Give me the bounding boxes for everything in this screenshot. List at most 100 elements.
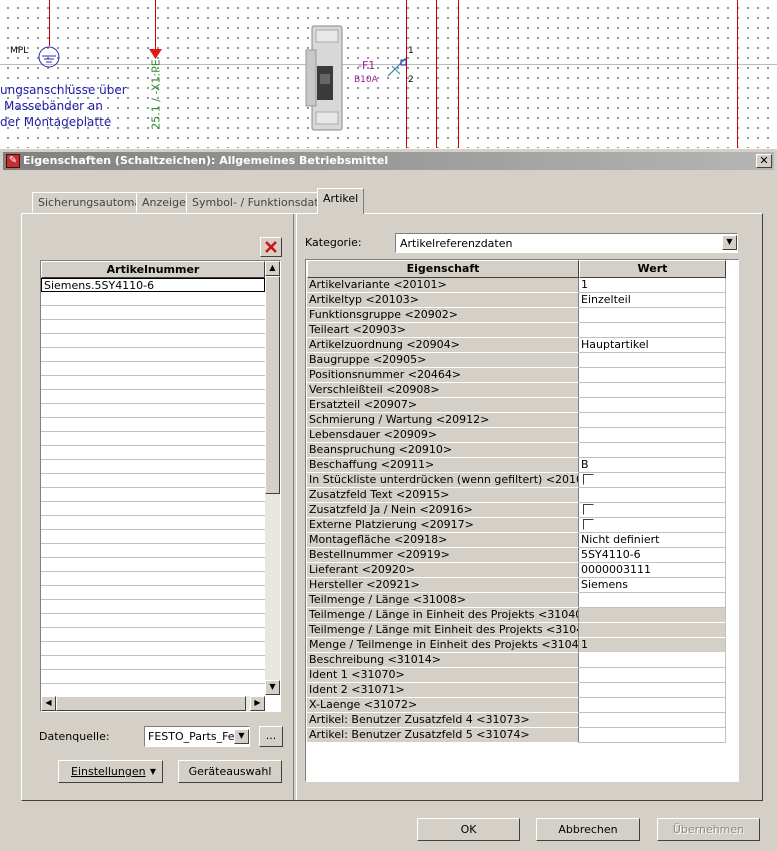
property-value[interactable] [579,698,726,713]
column-header-artikelnummer[interactable]: Artikelnummer [41,261,265,278]
tab-anzeige[interactable]: Anzeige [136,192,192,213]
scroll-thumb[interactable] [56,696,246,711]
title-bar[interactable]: ✎ Eigenschaften (Schaltzeichen): Allgeme… [3,152,774,170]
list-item[interactable] [41,628,265,642]
property-value[interactable] [579,308,726,323]
list-item[interactable] [41,460,265,474]
list-item[interactable] [41,334,265,348]
list-item[interactable] [41,600,265,614]
browse-button[interactable]: ... [259,726,283,747]
property-value[interactable]: Hauptartikel [579,338,726,353]
property-value[interactable] [579,728,726,743]
property-value[interactable] [579,323,726,338]
list-item[interactable] [41,418,265,432]
scroll-up-icon[interactable]: ▲ [265,261,280,276]
settings-button[interactable]: Einstellungen ▼ [58,760,163,783]
scroll-right-icon[interactable]: ▶ [250,696,265,711]
device-rating: B10A [354,75,378,85]
schematic-wire [49,0,50,46]
column-header-eigenschaft[interactable]: Eigenschaft [307,260,579,278]
property-value[interactable] [579,518,726,533]
list-item[interactable]: Siemens.5SY4110-6 [41,278,265,292]
list-item[interactable] [41,362,265,376]
list-item[interactable] [41,670,265,684]
list-item[interactable] [41,390,265,404]
checkbox[interactable] [583,519,594,530]
property-value[interactable]: Nicht definiert [579,533,726,548]
property-value[interactable] [579,503,726,518]
property-value[interactable]: 0000003111 [579,563,726,578]
table-row: Teilmenge / Länge mit Einheit des Projek… [307,623,726,638]
property-value[interactable]: Einzelteil [579,293,726,308]
list-item[interactable] [41,572,265,586]
property-value[interactable] [579,443,726,458]
property-value[interactable] [579,428,726,443]
list-item[interactable] [41,306,265,320]
category-select[interactable]: Artikelreferenzdaten ▼ [395,233,738,253]
property-value[interactable]: B [579,458,726,473]
property-value[interactable] [579,398,726,413]
property-value[interactable] [579,713,726,728]
checkbox[interactable] [583,504,594,515]
list-item[interactable] [41,544,265,558]
property-value[interactable]: Siemens [579,578,726,593]
scroll-thumb[interactable] [265,276,280,494]
close-icon[interactable]: ✕ [756,154,772,168]
scroll-down-icon[interactable]: ▼ [265,680,280,695]
table-row: Artikel: Benutzer Zusatzfeld 4 <31073> [307,713,726,728]
list-item[interactable] [41,488,265,502]
list-item[interactable] [41,614,265,628]
property-value[interactable]: 1 [579,278,726,293]
property-name: In Stückliste unterdrücken (wenn gefilte… [307,473,579,488]
scroll-left-icon[interactable]: ◀ [41,696,56,711]
datasource-select[interactable]: FESTO_Parts_Fes ▼ [144,726,250,747]
tab-symbol-funktionsdaten[interactable]: Symbol- / Funktionsdaten [186,192,339,213]
list-item[interactable] [41,446,265,460]
property-value[interactable] [579,368,726,383]
list-item[interactable] [41,656,265,670]
ground-symbol-icon [38,46,60,68]
list-item[interactable] [41,348,265,362]
property-value[interactable]: 5SY4110-6 [579,548,726,563]
tab-artikel[interactable]: Artikel [317,188,365,214]
list-item[interactable] [41,516,265,530]
apply-button[interactable]: Übernehmen [657,818,760,841]
list-item[interactable] [41,558,265,572]
property-value[interactable] [579,413,726,428]
cancel-button[interactable]: Abbrechen [536,818,640,841]
property-value[interactable] [579,353,726,368]
property-value[interactable] [579,653,726,668]
list-item[interactable] [41,432,265,446]
horizontal-scrollbar[interactable]: ◀ ▶ [41,696,265,711]
list-item[interactable] [41,474,265,488]
vertical-scrollbar[interactable]: ▲ ▼ [265,261,280,695]
checkbox[interactable] [583,474,594,485]
list-item[interactable] [41,320,265,334]
device-select-button[interactable]: Geräteauswahl [178,760,282,783]
delete-button[interactable] [260,237,282,257]
property-value[interactable] [579,683,726,698]
column-header-wert[interactable]: Wert [579,260,726,278]
list-item[interactable] [41,292,265,306]
property-value[interactable] [579,473,726,488]
chevron-down-icon[interactable]: ▼ [234,729,249,744]
list-item[interactable] [41,376,265,390]
property-name: Lieferant <20920> [307,563,579,578]
property-value[interactable] [579,668,726,683]
list-item[interactable] [41,642,265,656]
property-value[interactable] [579,383,726,398]
schematic-wire [0,64,777,65]
list-item[interactable] [41,530,265,544]
property-value[interactable] [579,488,726,503]
list-item[interactable] [41,404,265,418]
chevron-down-icon[interactable]: ▼ [722,235,737,250]
list-item[interactable] [41,586,265,600]
ok-button[interactable]: OK [417,818,520,841]
tab-sicherungsautomat[interactable]: Sicherungsautomat [32,192,152,213]
pane-splitter[interactable] [293,214,297,800]
schematic-wire [458,0,459,150]
table-row: Funktionsgruppe <20902> [307,308,726,323]
property-value[interactable] [579,593,726,608]
list-item[interactable] [41,502,265,516]
